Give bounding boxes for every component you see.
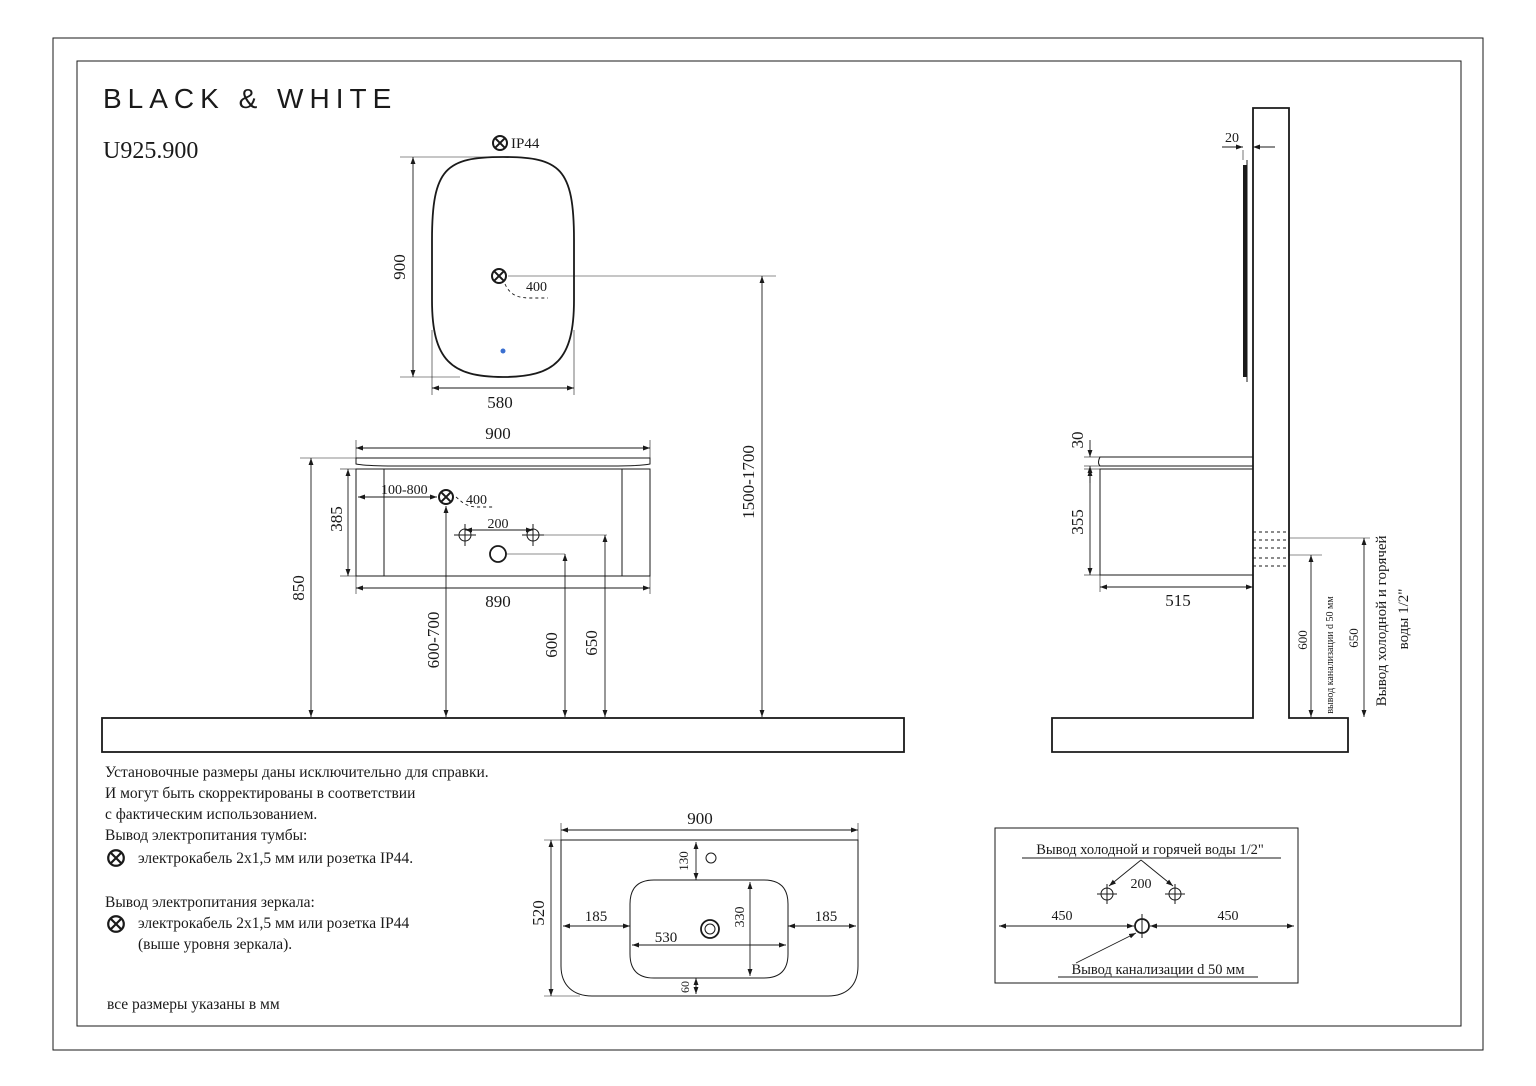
mirror-power-text: электрокабель 2x1,5 мм или розетка IP44 <box>138 915 410 932</box>
top-tap-offset: 130 <box>676 851 691 871</box>
bowl-width: 530 <box>655 930 678 946</box>
pipes-spacing: 200 <box>1131 877 1152 892</box>
cabinet-power-icon <box>107 849 125 867</box>
wall-floor-profile <box>1051 107 1349 753</box>
cabinet-front-view: 900 385 890 100-800 400 200 <box>101 275 905 753</box>
cabinet-socket-icon <box>438 489 454 505</box>
inner-frame <box>76 60 1462 1027</box>
pipes-scheme: Вывод холодной и горячей воды 1/2" 200 4… <box>994 827 1299 984</box>
bowl-outline <box>629 879 789 979</box>
top-depth: 520 <box>529 900 548 926</box>
bowl-drain-icon <box>700 919 720 939</box>
top-side-left: 185 <box>585 909 608 925</box>
model-number: U925.900 <box>103 138 198 164</box>
tap-hole-icon <box>705 852 717 864</box>
mirror-socket-offset: 400 <box>526 280 547 295</box>
cabinet-body-width: 890 <box>485 592 511 611</box>
side-water-label: Вывод холодной и горячей воды 1/2" <box>1374 532 1412 707</box>
water-height: 650 <box>582 630 601 656</box>
mirror-power-note: (выше уровня зеркала). <box>138 936 293 953</box>
cabinet-socket-offset: 400 <box>466 493 487 508</box>
side-drain-height: 600 <box>1295 630 1310 650</box>
cabinet-body-height: 385 <box>327 506 346 532</box>
floor-front <box>101 717 905 753</box>
mirror-socket-icon <box>491 268 507 284</box>
mirror-outline <box>431 156 575 378</box>
mirror-socket-leader <box>504 283 548 299</box>
note-line-2: И могут быть скорректированы в соответст… <box>105 785 416 802</box>
top-side-right: 185 <box>815 909 838 925</box>
countertop-front <box>355 457 651 467</box>
pipes-water-label: Вывод холодной и горячей воды 1/2" <box>1036 842 1264 858</box>
cabinet-top-width: 900 <box>485 424 511 443</box>
mirror-power-icon <box>107 915 125 933</box>
mirror-ip-icon <box>492 135 508 151</box>
side-water-label-line2: воды 1/2" <box>1396 589 1412 650</box>
mirror-side <box>1243 165 1247 377</box>
top-front-offset: 60 <box>678 981 692 993</box>
mirror-height: 900 <box>390 254 409 280</box>
side-water-label-line1: Вывод холодной и горячей <box>1374 535 1390 706</box>
side-drain-label: вывод канализации d 50 мм <box>1325 596 1336 714</box>
drain-pipe-icon <box>489 545 507 563</box>
note-line-1: Установочные размеры даны исключительно … <box>105 764 489 781</box>
outer-frame <box>52 37 1484 1051</box>
cabinet-power-title: Вывод электропитания тумбы: <box>105 827 308 844</box>
pipes-scheme-frame <box>994 827 1299 984</box>
drain-height: 600 <box>542 632 561 658</box>
cabinet-pipe-spacing: 200 <box>488 517 509 532</box>
cabinet-socket-offset-range: 100-800 <box>381 483 428 498</box>
pipes-right: 450 <box>1218 909 1239 924</box>
countertop-top-outline <box>560 839 859 997</box>
side-view: 20 30 355 515 600 вывод канализации d 50… <box>1051 107 1412 753</box>
top-width: 900 <box>687 809 713 828</box>
bowl-depth: 330 <box>733 907 748 928</box>
side-depth: 515 <box>1165 591 1191 610</box>
cabinet-power-text: электрокабель 2x1,5 мм или розетка IP44. <box>138 850 414 867</box>
cabinet-body-side <box>1099 468 1254 576</box>
side-body-height: 355 <box>1068 509 1087 535</box>
mirror-socket-height: 1500-1700 <box>739 445 758 519</box>
mirror-power-title: Вывод электропитания зеркала: <box>105 894 315 911</box>
side-water-height: 650 <box>1346 628 1361 648</box>
countertop-side <box>1098 456 1253 467</box>
mirror-depth: 20 <box>1225 131 1239 146</box>
brand-logo: BLACK & WHITE <box>103 83 397 114</box>
cabinet-body <box>355 468 651 577</box>
top-view: 900 520 130 185 185 530 330 60 <box>529 809 859 997</box>
cabinet-socket-height: 600-700 <box>424 612 443 669</box>
mirror-ip-label: IP44 <box>511 136 540 152</box>
mirror-led-icon <box>500 348 506 354</box>
side-top-thickness: 30 <box>1068 432 1087 449</box>
note-line-3: с фактическим использованием. <box>105 806 318 823</box>
mirror-width: 580 <box>487 393 513 412</box>
pipes-left: 450 <box>1052 909 1073 924</box>
units-note: все размеры указаны в мм <box>107 996 280 1013</box>
mirror-front-view: 400 IP44 900 580 <box>390 135 575 412</box>
cabinet-floor-height: 850 <box>289 575 308 601</box>
pipes-drain-label: Вывод канализации d 50 мм <box>1072 962 1245 978</box>
